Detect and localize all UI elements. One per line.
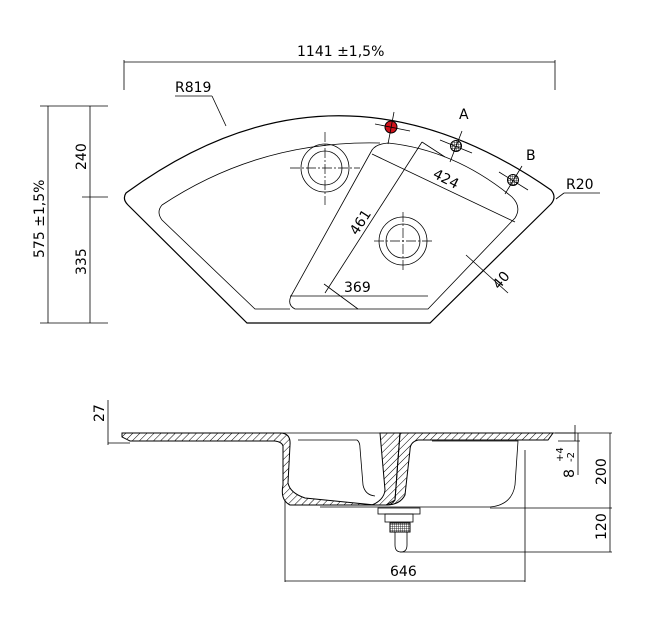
depth-part-1-label: 240 (74, 143, 90, 170)
tap-hole-b-label: B (526, 148, 536, 164)
overall-width-label: 1141 ±1,5% (297, 44, 384, 60)
outer-radius-label: R819 (175, 80, 211, 96)
depth-part-2-label: 335 (74, 248, 90, 275)
tap-hole-a: A (439, 107, 473, 163)
tolerance-minus-label: -2 (566, 452, 577, 462)
bowl-length-label: 461 (347, 207, 375, 238)
height-dimensions: 200 120 (400, 432, 612, 553)
rim-height-label: 27 (92, 404, 108, 422)
bowl-span-dimension: 646 (284, 450, 526, 582)
top-view: 1141 ±1,5% A (32, 44, 600, 324)
width-dimension: 1141 ±1,5% (123, 44, 556, 90)
tap-hole-main (374, 111, 411, 145)
left-bowl-interior (298, 439, 376, 497)
tolerance-plus-label: +4 (555, 447, 566, 462)
bowl-depth-label: 200 (594, 458, 610, 485)
rim-height-dimension: 27 (92, 400, 130, 445)
depth-dimensions: 575 ±1,5% 240 335 (32, 105, 108, 324)
bowl-bottom-label: 369 (344, 280, 371, 296)
main-bowl-outline (289, 142, 519, 310)
drainboard-section (121, 432, 376, 506)
left-drain (290, 132, 360, 205)
rim-width-label: 40 (490, 269, 514, 293)
side-view: 27 8 +4 -2 200 120 646 (92, 400, 612, 582)
sink-outline (123, 115, 555, 324)
right-drain (374, 212, 432, 270)
corner-radius-label: R20 (566, 177, 594, 193)
tolerance-dimension: 8 +4 -2 (555, 425, 580, 478)
corner-radius-leader: R20 (555, 177, 600, 200)
outer-radius-leader: R819 (175, 80, 227, 127)
drain-height-label: 120 (594, 513, 610, 540)
bowl-span-label: 646 (390, 564, 417, 580)
tap-hole-a-label: A (459, 107, 469, 123)
tap-hole-b: B (498, 148, 536, 195)
tolerance-base-label: 8 (562, 469, 578, 478)
drain-fitting (377, 507, 421, 553)
right-rim-section (384, 432, 554, 506)
left-basin-outline (158, 142, 381, 310)
bowl-dimensions: 461 424 369 40 (290, 141, 516, 310)
right-bowl-interior (320, 440, 519, 508)
overall-depth-label: 575 ±1,5% (32, 180, 48, 258)
